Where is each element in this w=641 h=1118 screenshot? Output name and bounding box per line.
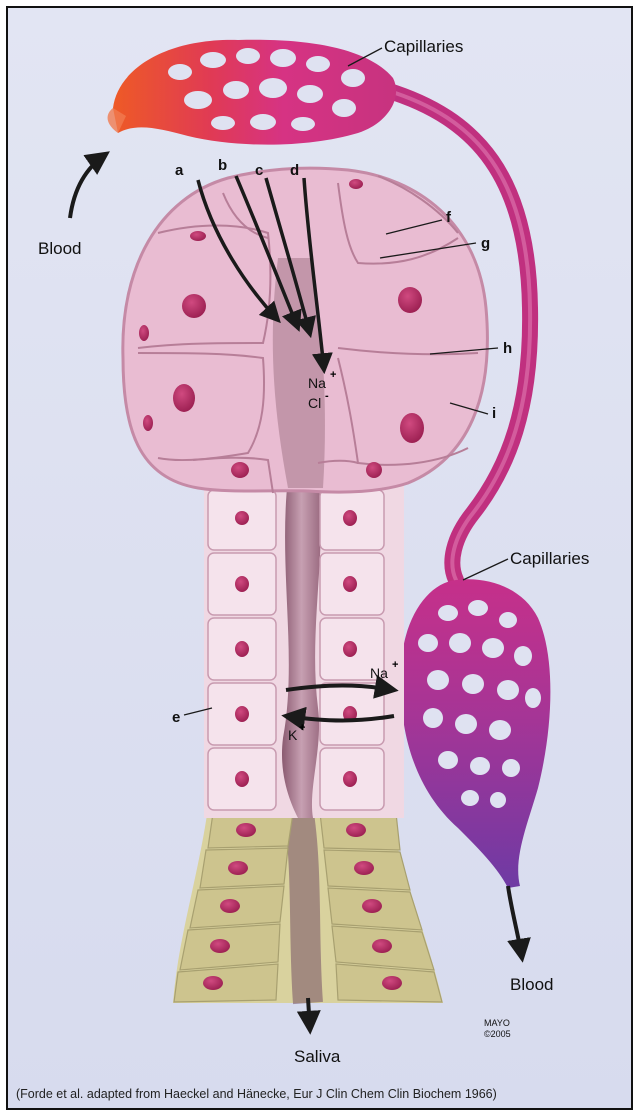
figure-frame: Capillaries Blood Capillaries Blood Sali… xyxy=(6,6,633,1110)
acinus xyxy=(123,168,488,493)
label-c: c xyxy=(255,163,263,178)
label-g: g xyxy=(481,236,490,251)
mayo-credit-line1: MAYO xyxy=(484,1018,511,1029)
blood-in-label: Blood xyxy=(38,240,81,257)
mayo-credit-line2: ©2005 xyxy=(484,1029,511,1040)
na-bottom-charge: + xyxy=(392,659,398,671)
mayo-credit: MAYO ©2005 xyxy=(484,1018,511,1040)
saliva-label: Saliva xyxy=(294,1048,340,1065)
blood-out-label: Blood xyxy=(510,976,553,993)
label-b: b xyxy=(218,158,227,173)
label-f: f xyxy=(446,210,451,225)
label-a: a xyxy=(175,163,183,178)
capillaries-bottom-label: Capillaries xyxy=(510,550,589,567)
capillaries-top-label: Capillaries xyxy=(384,38,463,55)
figure-caption: (Forde et al. adapted from Haeckel and H… xyxy=(16,1088,497,1101)
k-bottom-label: K xyxy=(288,728,297,742)
cl-top-label: Cl xyxy=(308,396,321,410)
label-e: e xyxy=(172,710,180,725)
saliva-arrow xyxy=(308,998,310,1030)
na-top-label: Na xyxy=(308,376,326,390)
cl-top-charge: - xyxy=(325,390,329,402)
label-d: d xyxy=(290,163,299,178)
na-bottom-label: Na xyxy=(370,666,388,680)
na-top-charge: + xyxy=(330,369,336,381)
label-i: i xyxy=(492,406,496,421)
k-bottom-charge: + xyxy=(299,722,305,734)
label-h: h xyxy=(503,341,512,356)
duct-column xyxy=(204,478,404,818)
